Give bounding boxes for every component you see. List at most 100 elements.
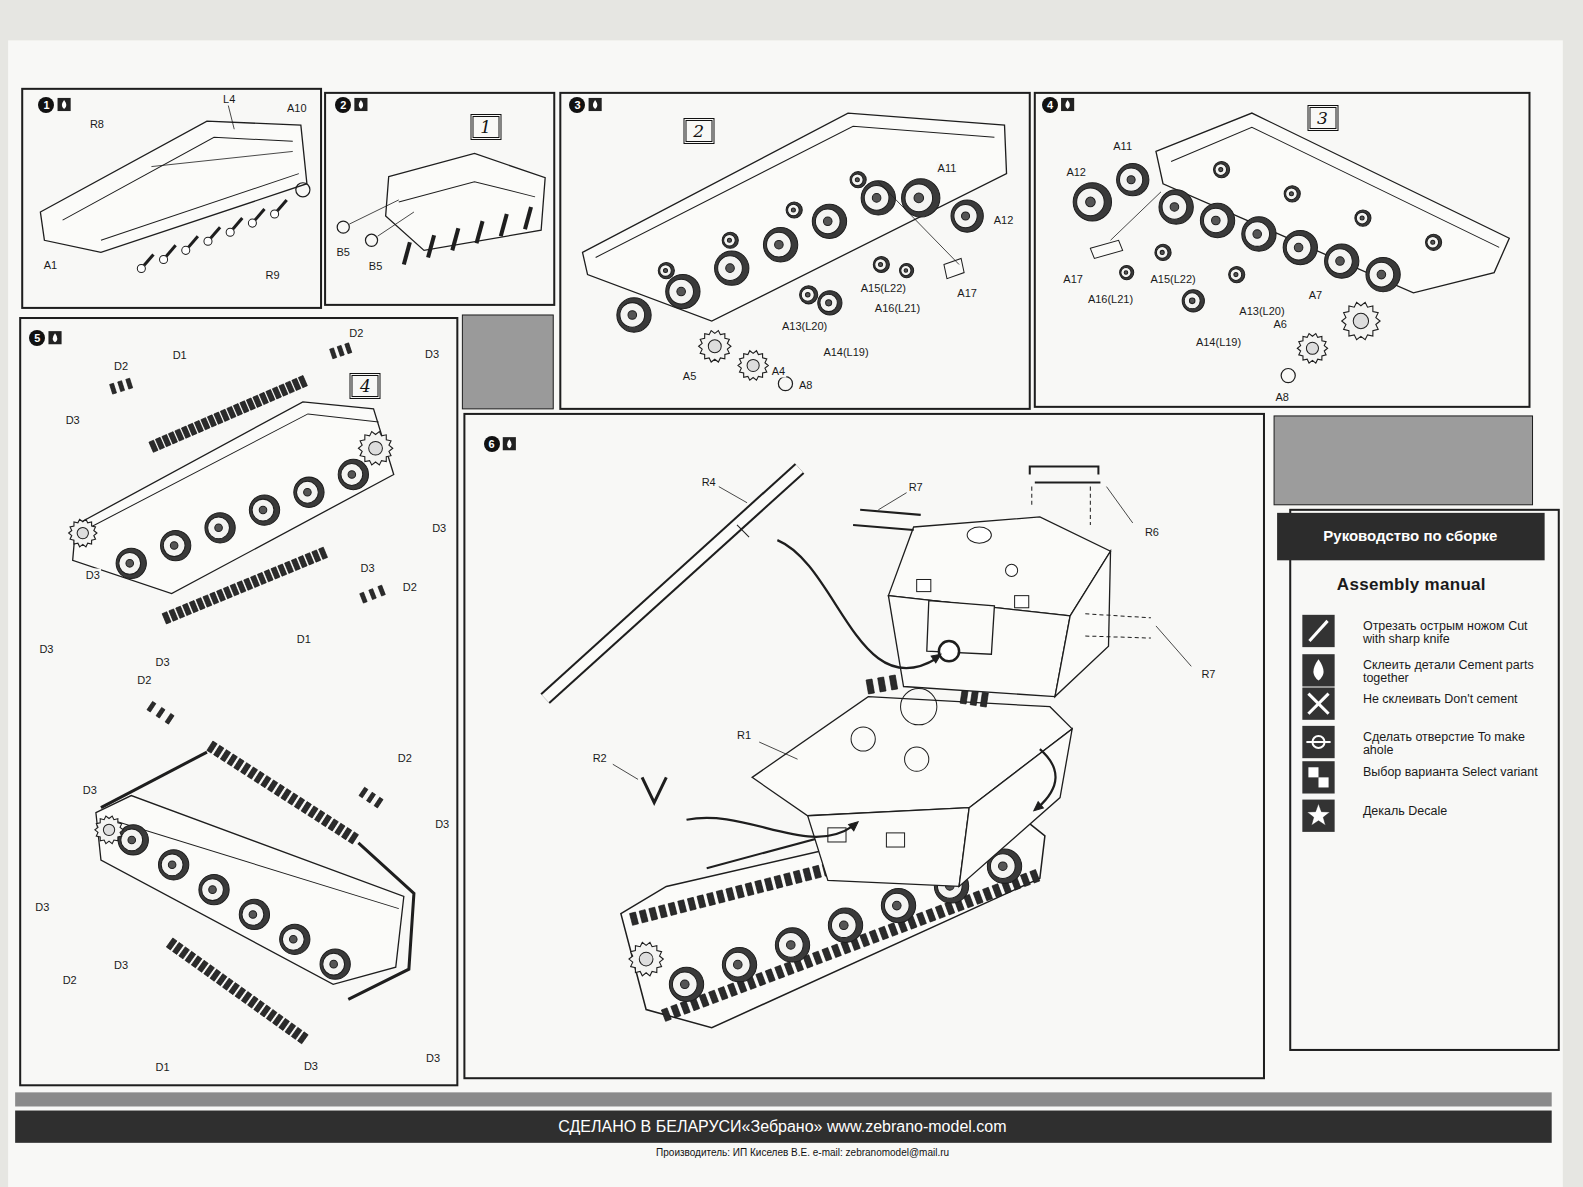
road-wheel — [725, 952, 750, 977]
deck-hatch — [901, 689, 937, 725]
road-wheel — [628, 311, 637, 320]
part-label: D3 — [425, 1052, 441, 1065]
drive-sprocket — [1306, 342, 1318, 354]
road-wheel — [1117, 164, 1149, 196]
subassembly-callout: 2 — [683, 118, 714, 144]
road-wheel — [1170, 203, 1179, 212]
handrail — [1030, 466, 1099, 474]
road-wheel — [170, 542, 178, 550]
legend-icon — [1302, 615, 1334, 647]
track-run — [348, 843, 414, 999]
road-wheel — [252, 499, 274, 521]
detail-line — [63, 137, 293, 220]
road-wheel — [242, 904, 264, 926]
road-wheel — [718, 256, 743, 281]
arrow-head — [849, 822, 859, 831]
cement-icon — [503, 437, 516, 450]
track-link — [348, 832, 358, 844]
part-label: D3 — [82, 784, 98, 797]
part-label: R7 — [1200, 668, 1216, 681]
track-link — [203, 595, 212, 607]
drive-sprocket — [95, 816, 123, 844]
track-link — [176, 606, 185, 618]
drive-sprocket — [699, 331, 731, 362]
step-panel — [464, 414, 1264, 1078]
cement-icon — [359, 100, 364, 109]
hull-outline — [959, 729, 1072, 886]
part-label: D3 — [155, 656, 171, 669]
road-wheel — [962, 212, 970, 220]
road-wheel — [1286, 188, 1298, 200]
road-wheel — [620, 303, 645, 328]
track-link — [251, 575, 260, 587]
track-link — [784, 962, 794, 975]
step-number: 1 — [38, 97, 54, 113]
cement-icon — [48, 331, 61, 344]
track-link — [784, 873, 793, 886]
track-link — [992, 884, 1002, 897]
leader-line — [719, 487, 747, 503]
drive-sprocket — [747, 359, 759, 371]
gun-barrel — [737, 525, 749, 537]
part-label: D3 — [65, 413, 81, 426]
road-wheel — [1077, 188, 1105, 216]
track-ring — [365, 234, 377, 246]
deck-hatch — [905, 747, 929, 771]
road-wheel — [1289, 192, 1293, 196]
road-wheel — [680, 980, 689, 989]
track-link — [305, 553, 314, 565]
road-wheel — [666, 274, 700, 308]
road-wheel — [727, 238, 731, 242]
part-label: R9 — [265, 268, 281, 281]
part-label: A16(L21) — [1087, 292, 1134, 305]
paper-sheet — [8, 40, 1563, 1187]
road-wheel — [855, 178, 859, 182]
track-link — [630, 912, 639, 925]
suspension-arm — [271, 210, 279, 218]
suspension-arm — [137, 265, 145, 273]
track-link — [1030, 870, 1040, 883]
hull-outline — [888, 596, 1070, 697]
leader-line — [1156, 626, 1191, 666]
subassembly-callout: 1 — [470, 114, 501, 140]
road-wheel — [669, 967, 703, 1001]
track-link — [687, 897, 696, 910]
part-label: D2 — [348, 327, 364, 340]
suspension-arm — [452, 228, 458, 250]
road-wheel — [161, 530, 191, 560]
track-link — [156, 707, 165, 718]
part-label: A8 — [798, 378, 813, 391]
track-link — [879, 926, 889, 939]
part-label: B5 — [368, 259, 383, 272]
placement-arrow — [777, 540, 937, 668]
part-label: D3 — [359, 562, 375, 575]
road-wheel — [1215, 164, 1227, 176]
track-link — [118, 381, 125, 392]
road-wheel — [787, 941, 796, 950]
track-link — [210, 592, 219, 604]
road-wheel — [823, 217, 832, 226]
part-label: A1 — [43, 258, 58, 271]
track-link — [983, 887, 993, 900]
road-wheel — [163, 535, 185, 557]
step-number: 6 — [484, 436, 500, 452]
road-wheel — [672, 972, 697, 997]
part-label: D1 — [296, 633, 312, 646]
road-wheel — [722, 232, 738, 248]
turret-vent — [1006, 564, 1018, 576]
placement-line — [1085, 636, 1151, 638]
placement-arrow — [687, 818, 854, 837]
legend-icon — [1309, 621, 1327, 641]
part-label: R1 — [736, 728, 752, 741]
track-link — [878, 677, 886, 692]
legend-icon — [1313, 659, 1323, 680]
legend-icon — [1308, 694, 1328, 714]
road-wheel — [954, 204, 977, 227]
road-wheel — [658, 262, 674, 278]
hull-outline — [1055, 551, 1111, 696]
part-label: A13(L20) — [781, 320, 828, 333]
part-label: D3 — [34, 900, 50, 913]
subassembly-callout: 4 — [350, 373, 381, 399]
track-link — [169, 609, 178, 621]
road-wheel — [1219, 168, 1223, 172]
